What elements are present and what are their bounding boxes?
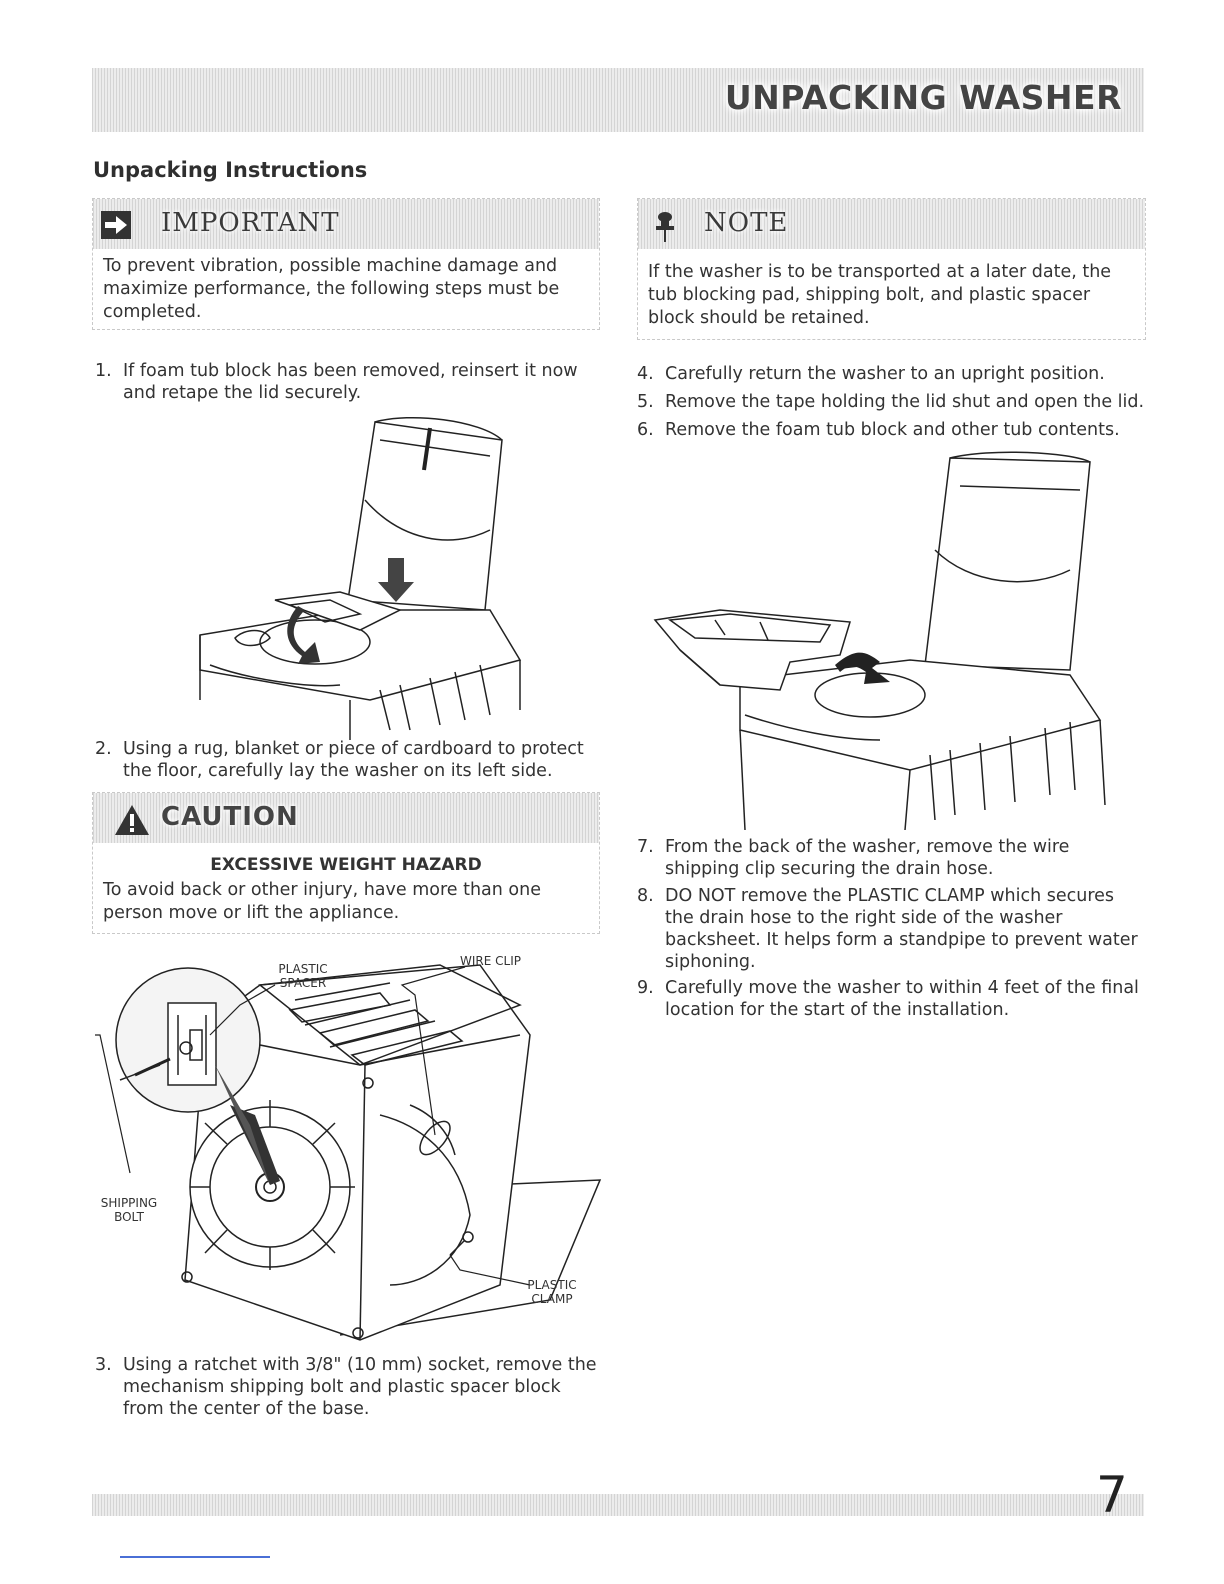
step-number: 8. [637, 886, 654, 906]
header-banner: UNPACKING WASHER [92, 68, 1144, 132]
step-text: From the back of the washer, remove the … [665, 837, 1070, 879]
label-line: PLASTIC [527, 1278, 577, 1292]
note-box: NOTE If the washer is to be transported … [637, 198, 1146, 340]
step-number: 5. [637, 392, 654, 412]
step-6: 6. Remove the foam tub block and other tu… [637, 419, 1147, 441]
caution-box: CAUTION EXCESSIVE WEIGHT HAZARD To avoid… [92, 792, 600, 934]
step-text: DO NOT remove the PLASTIC CLAMP which se… [665, 886, 1138, 972]
important-label: IMPORTANT [161, 208, 340, 238]
pushpin-icon [656, 212, 674, 243]
label-shipping-bolt: SHIPPING BOLT [94, 1196, 164, 1224]
step-number: 6. [637, 420, 654, 440]
arrow-right-icon [101, 211, 131, 239]
label-wire-clip: WIRE CLIP [460, 954, 521, 968]
footer-bar [92, 1494, 1144, 1516]
label-line: PLASTIC [278, 962, 328, 976]
important-header: IMPORTANT [93, 199, 599, 249]
label-plastic-spacer: PLASTIC SPACER [268, 962, 338, 990]
warning-icon [115, 805, 149, 835]
caution-text: To avoid back or other injury, have more… [103, 880, 541, 923]
important-text: To prevent vibration, possible machine d… [103, 256, 560, 322]
label-line: BOLT [114, 1210, 144, 1224]
step-8: 8. DO NOT remove the PLASTIC CLAMP which … [637, 885, 1147, 973]
step-text: Remove the foam tub block and other tub … [665, 420, 1120, 440]
step-1: 1. If foam tub block has been removed, re… [95, 360, 595, 404]
washer-remove-tub-block-illustration [650, 450, 1120, 830]
important-box: IMPORTANT To prevent vibration, possible… [92, 198, 600, 330]
step-4: 4. Carefully return the washer to an upri… [637, 363, 1147, 385]
step-number: 1. [95, 361, 112, 381]
step-number: 2. [95, 739, 112, 759]
step-text: If foam tub block has been removed, rein… [123, 361, 578, 403]
step-text: Using a rug, blanket or piece of cardboa… [123, 739, 584, 781]
note-header: NOTE [638, 199, 1145, 249]
label-line: SPACER [279, 976, 327, 990]
step-9: 9. Carefully move the washer to within 4 … [637, 977, 1147, 1021]
step-number: 7. [637, 837, 654, 857]
section-title: Unpacking Instructions [93, 158, 368, 182]
caution-label: CAUTION [161, 802, 299, 832]
label-line: SHIPPING [100, 1196, 158, 1210]
step-text: Remove the tape holding the lid shut and… [665, 392, 1145, 412]
washer-shipping-bolt-illustration [90, 955, 610, 1355]
hazard-title: EXCESSIVE WEIGHT HAZARD [210, 855, 482, 875]
step-number: 9. [637, 978, 654, 998]
step-text: Carefully move the washer to within 4 fe… [665, 978, 1139, 1020]
step-text: Carefully return the washer to an uprigh… [665, 364, 1105, 384]
step-number: 4. [637, 364, 654, 384]
step-7: 7. From the back of the washer, remove th… [637, 836, 1147, 880]
step-5: 5. Remove the tape holding the lid shut a… [637, 391, 1147, 413]
note-label: NOTE [704, 208, 789, 238]
step-3: 3. Using a ratchet with 3/8" (10 mm) sock… [95, 1354, 605, 1420]
washer-reinsert-tub-block-illustration [190, 410, 530, 740]
page-number: 7 [1096, 1466, 1128, 1524]
label-plastic-clamp: PLASTIC CLAMP [522, 1278, 582, 1306]
page-title: UNPACKING WASHER [724, 78, 1122, 117]
caution-header: CAUTION [93, 793, 599, 843]
step-2: 2. Using a rug, blanket or piece of cardb… [95, 738, 595, 782]
label-line: CLAMP [531, 1292, 573, 1306]
step-text: Using a ratchet with 3/8" (10 mm) socket… [123, 1355, 597, 1419]
bottom-rule [120, 1556, 270, 1558]
note-text: If the washer is to be transported at a … [648, 262, 1112, 328]
step-number: 3. [95, 1355, 112, 1375]
